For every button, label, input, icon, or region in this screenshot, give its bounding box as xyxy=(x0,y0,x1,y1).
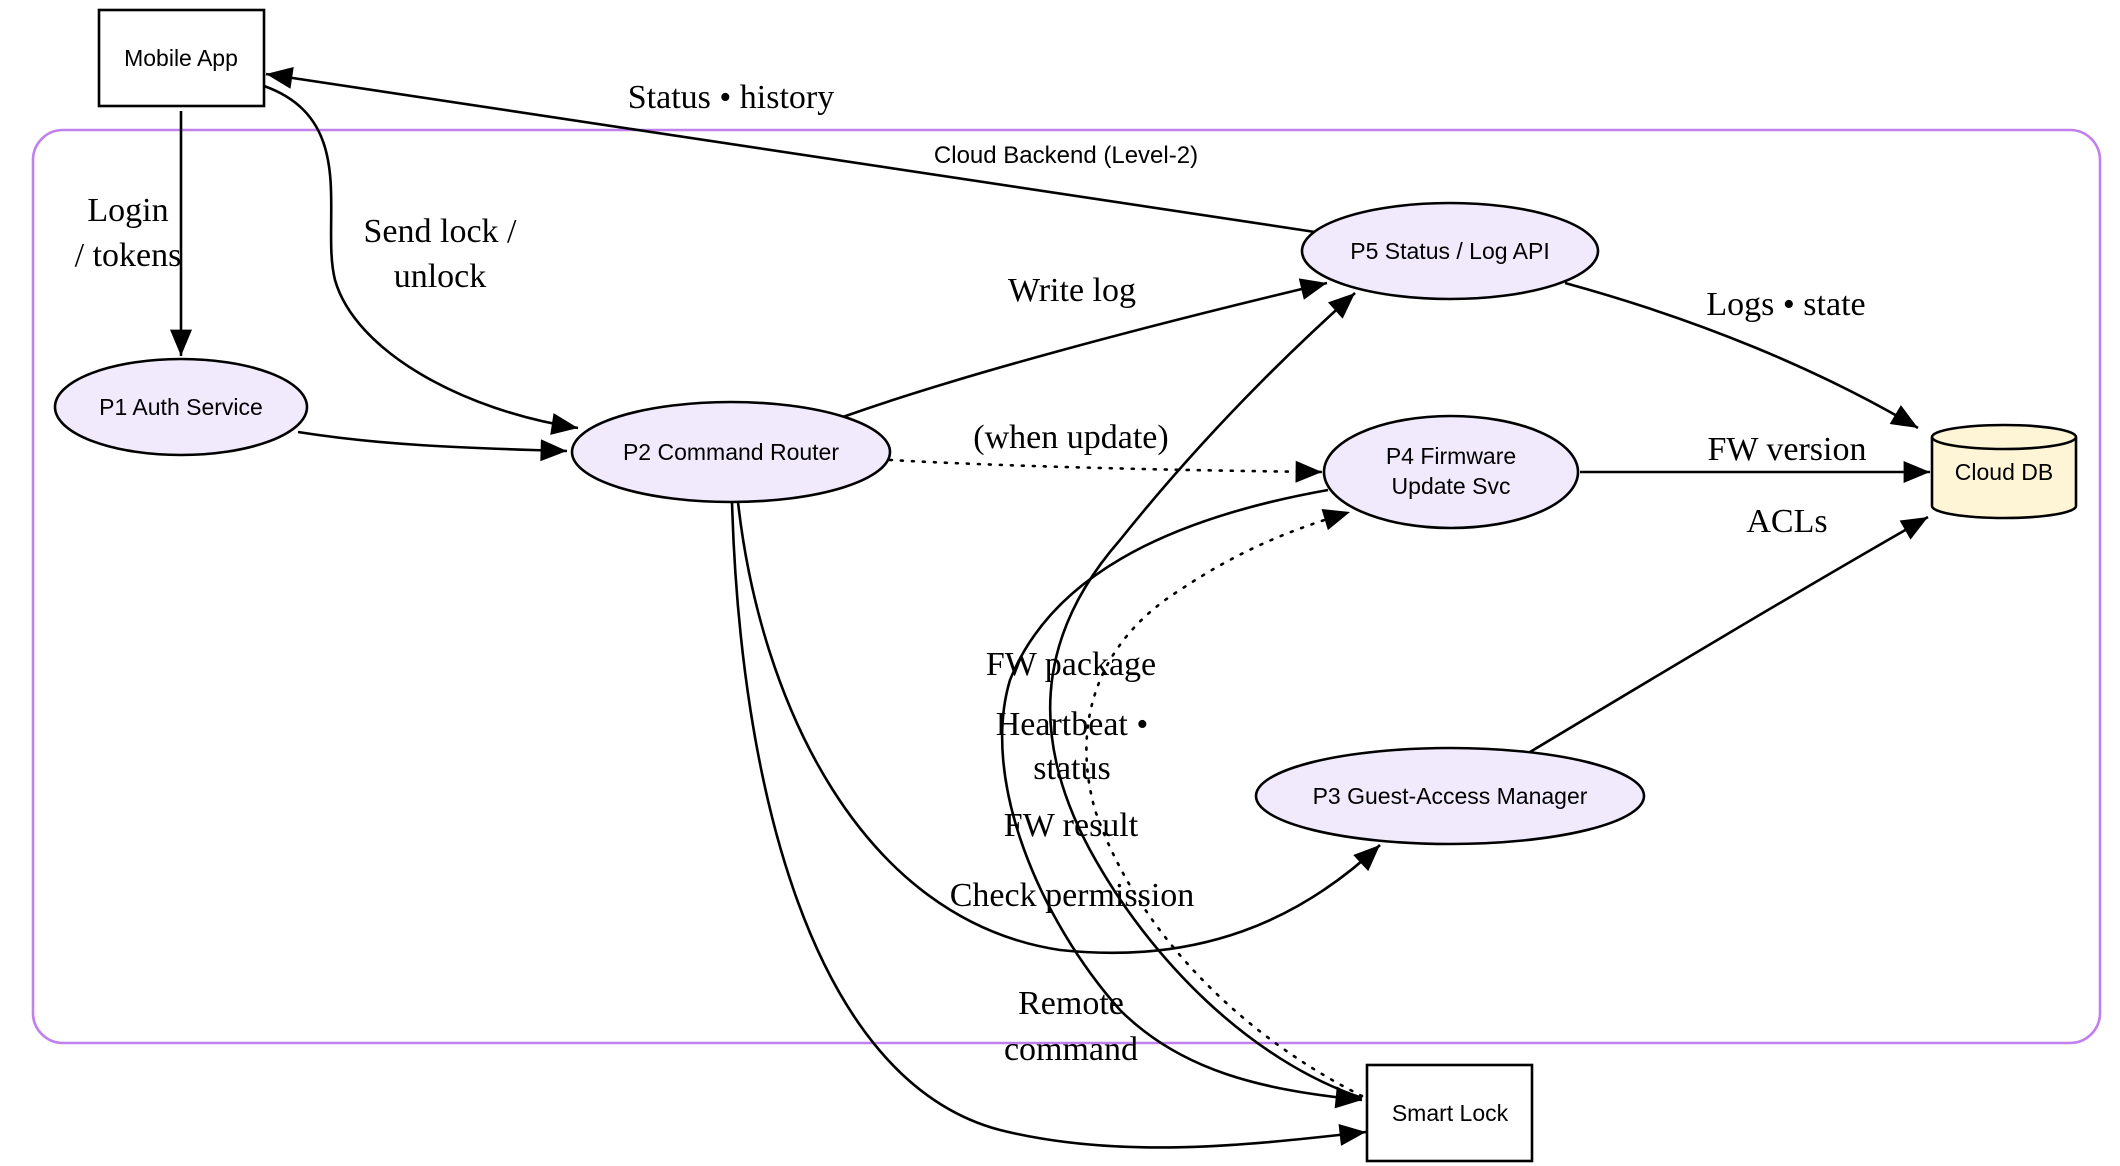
cloud-db-label: Cloud DB xyxy=(1955,459,2053,485)
edge-label-send-lock: Send lock / xyxy=(364,213,518,250)
p1-auth-service-node xyxy=(53,357,309,457)
smart-lock-label: Smart Lock xyxy=(1392,1100,1509,1126)
edge-acls xyxy=(1529,515,1929,754)
edge-label-check-permission: Check permission xyxy=(950,877,1195,914)
mobile-app-label: Mobile App xyxy=(124,45,238,71)
edge-label-tokens: / tokens xyxy=(75,237,182,274)
edge-fw-package xyxy=(1000,488,1363,1109)
p5-status-log-api-label: P5 Status / Log API xyxy=(1350,238,1549,264)
cloud-backend-cluster xyxy=(31,128,2102,1045)
edge-label-command: command xyxy=(1004,1031,1138,1068)
edge-label-login: Login xyxy=(87,192,168,229)
edge-label-fw-package: FW package xyxy=(986,646,1156,683)
edge-auth-to-router xyxy=(297,430,568,462)
edge-write-log xyxy=(839,278,1328,420)
edge-label-status-history: Status • history xyxy=(628,79,834,116)
p3-guest-access-label: P3 Guest-Access Manager xyxy=(1313,783,1588,809)
p2-command-router-node xyxy=(570,400,892,504)
edge-label-fw-version: FW version xyxy=(1708,431,1867,468)
edge-label-fw-result: FW result xyxy=(1004,807,1139,844)
p1-auth-service-label: P1 Auth Service xyxy=(99,394,263,420)
edge-label-logs-state: Logs • state xyxy=(1706,286,1865,323)
p4-firmware-update-node xyxy=(1322,414,1580,530)
p5-status-log-api-node xyxy=(1300,201,1600,301)
p3-guest-access-node xyxy=(1254,746,1646,846)
edge-label-write-log: Write log xyxy=(1008,272,1136,309)
p2-command-router-label: P2 Command Router xyxy=(623,439,839,465)
edge-label-acls: ACLs xyxy=(1746,503,1827,540)
smart-lock-node xyxy=(1365,1063,1534,1163)
edge-status-history xyxy=(265,67,1316,234)
p4-firmware-update-label-1: P4 Firmware xyxy=(1386,443,1516,469)
edge-label-unlock: unlock xyxy=(394,258,487,295)
edge-check-permission xyxy=(736,501,1381,955)
edge-label-heartbeat: Heartbeat • xyxy=(996,706,1149,743)
edge-logs-state xyxy=(1564,281,1919,430)
mobile-app-node xyxy=(97,8,266,108)
edge-remote-command xyxy=(730,501,1367,1149)
edge-heartbeat-status xyxy=(1048,292,1363,1100)
edge-label-status: status xyxy=(1033,750,1110,787)
cloud-db-top xyxy=(1930,436,2078,451)
cluster-label: Cloud Backend (Level-2) xyxy=(934,142,1198,169)
edge-send-lock-unlock xyxy=(263,84,579,435)
edge-label-when-update: (when update) xyxy=(973,419,1168,456)
edge-label-remote: Remote xyxy=(1018,985,1124,1022)
edge-when-update xyxy=(888,458,1324,483)
p4-firmware-update-label-2: Update Svc xyxy=(1392,473,1511,499)
